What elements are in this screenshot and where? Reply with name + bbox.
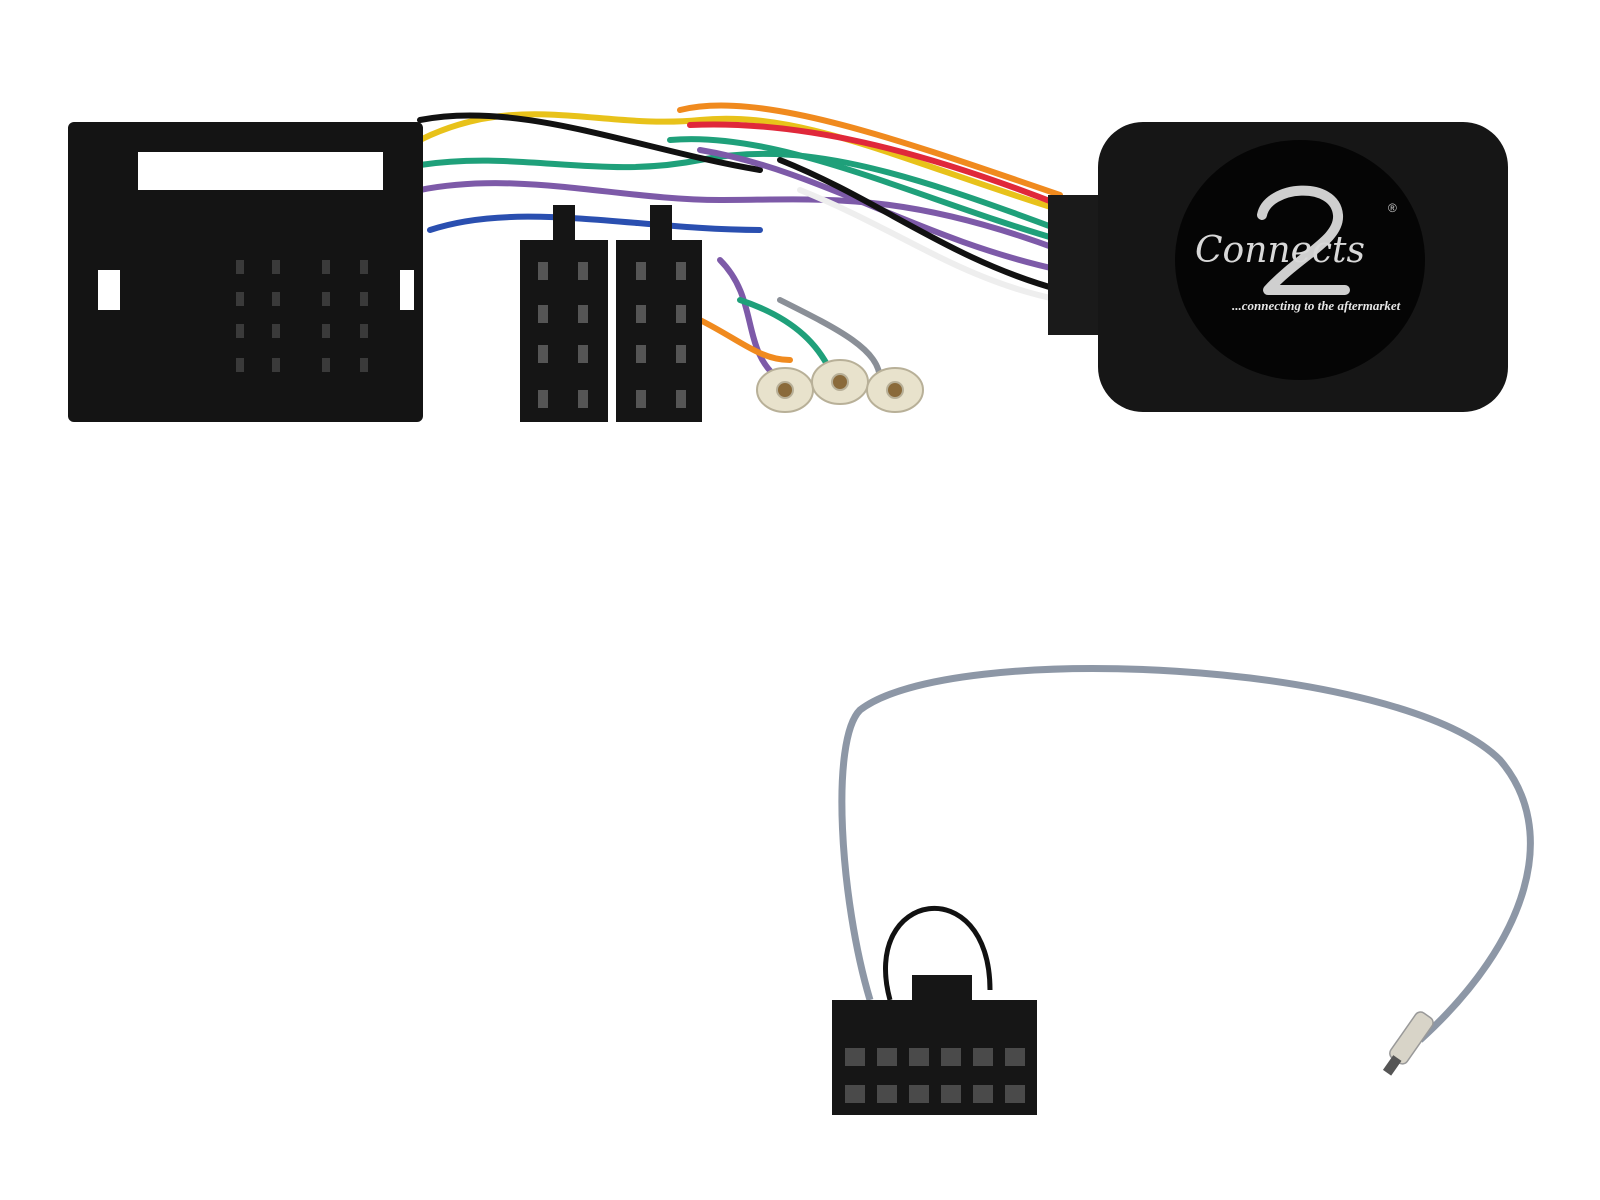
brand-tagline: ...connecting to the aftermarket [1232,298,1401,313]
wire-terminals [756,359,924,413]
wire-harness [417,102,1063,383]
quadlock-connector [68,122,423,422]
registered-mark: ® [1388,201,1397,215]
logo-wordmark: Connects [1195,230,1365,271]
iso-connector-pair [520,205,702,422]
interface-module: Connects ® [1048,122,1508,412]
logo-numeral-2-graphic [1257,185,1350,295]
patch-lead [832,665,1534,1115]
